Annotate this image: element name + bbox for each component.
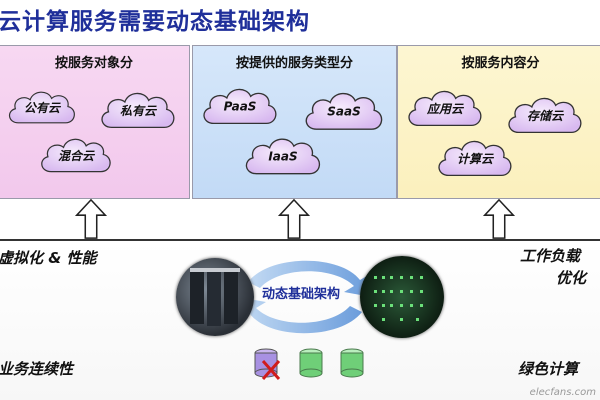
up-arrow-icon xyxy=(482,198,516,244)
label-virtualization-performance: 虚拟化 & 性能 xyxy=(0,249,97,267)
cloud-application: 应用云 xyxy=(404,84,486,134)
page-title: 云计算服务需要动态基础架构 xyxy=(0,9,310,35)
panel-title: 按服务对象分 xyxy=(54,56,133,71)
label-business-continuity: 业务连续性 xyxy=(0,360,74,378)
label-green-computing: 绿色计算 xyxy=(518,360,579,378)
datacenter-image-right xyxy=(360,256,444,338)
cloud-label: 存储云 xyxy=(526,109,563,124)
database-icon xyxy=(339,347,365,383)
panel-by-service-content: 按服务内容分 应用云 存储云 计算云 xyxy=(397,45,600,199)
up-arrow-icon xyxy=(74,198,108,244)
cloud-paas: PaaS xyxy=(199,82,281,132)
cloud-label: 公有云 xyxy=(23,101,60,116)
cloud-saas: SaaS xyxy=(301,86,387,138)
divider-line xyxy=(0,239,600,241)
cloud-iaas: IaaS xyxy=(239,132,327,182)
panel-title: 按提供的服务类型分 xyxy=(235,56,353,71)
cloud-label: SaaS xyxy=(327,104,361,119)
cloud-hybrid: 混合云 xyxy=(37,132,115,180)
cloud-label: 私有云 xyxy=(119,104,156,119)
cloud-label: 混合云 xyxy=(57,149,94,164)
cloud-label: 计算云 xyxy=(456,152,493,167)
cloud-public: 公有云 xyxy=(5,84,79,132)
label-workload: 工作负载 xyxy=(520,247,581,265)
label-optimization: 优化 xyxy=(556,269,587,287)
cloud-label: IaaS xyxy=(268,149,298,164)
watermark: elecfans.com xyxy=(529,387,596,398)
cycle-arrows-icon xyxy=(240,260,370,334)
cloud-private: 私有云 xyxy=(97,86,179,136)
cloud-compute: 计算云 xyxy=(434,134,516,184)
cloud-label: 应用云 xyxy=(426,102,463,117)
database-error-icon xyxy=(253,347,281,385)
up-arrow-icon xyxy=(277,198,311,244)
database-icon xyxy=(298,347,324,383)
panel-by-service-target: 按服务对象分 公有云 私有云 混合云 xyxy=(0,45,190,199)
panel-title: 按服务内容分 xyxy=(461,56,540,71)
cloud-label: PaaS xyxy=(223,99,257,114)
cloud-storage: 存储云 xyxy=(504,90,586,142)
panel-by-service-type: 按提供的服务类型分 PaaS SaaS IaaS xyxy=(192,45,397,199)
center-label: 动态基础架构 xyxy=(262,287,341,302)
datacenter-image-left xyxy=(176,258,254,336)
